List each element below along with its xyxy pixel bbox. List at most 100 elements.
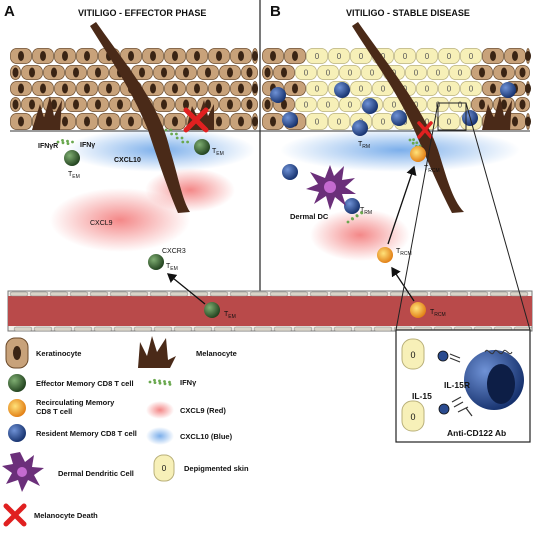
label-tem-a1: TEM (68, 171, 80, 180)
legend-dendritic: Dermal Dendritic Cell (2, 452, 134, 492)
svg-text:0: 0 (447, 85, 452, 94)
migration-arrow-a (166, 273, 206, 305)
migration-arrow-b1 (391, 266, 415, 302)
panel-a-letter: A (4, 3, 15, 20)
svg-text:0: 0 (425, 52, 430, 61)
svg-text:0: 0 (359, 52, 364, 61)
svg-text:0: 0 (469, 85, 474, 94)
panel-b-title: VITILIGO - STABLE DISEASE (346, 8, 470, 18)
svg-text:0: 0 (381, 52, 386, 61)
il15-label: IL-15 (412, 391, 432, 401)
legend: Keratinocyte Melanocyte Effector Memory … (2, 336, 249, 527)
chemokine-clouds (50, 128, 520, 261)
melanocyte-a1 (32, 96, 62, 130)
svg-text:TRCM: TRCM (430, 309, 446, 318)
svg-text:TRM: TRM (360, 207, 372, 216)
label-cxcl10-a: CXCL10 (114, 157, 141, 164)
legend-recirculating-label-2: CD8 T cell (36, 407, 72, 416)
effector-t-cell-vessel (204, 302, 220, 318)
svg-text:0: 0 (381, 118, 386, 127)
svg-text:0: 0 (436, 69, 441, 78)
label-trm-b1: TRM (358, 141, 370, 150)
il15-inset: 0 0 IL-15R IL-15 Anti-CD122 Ab (395, 329, 531, 443)
melanocyte-b1 (482, 96, 512, 130)
svg-text:0: 0 (304, 69, 309, 78)
legend-dendritic-label: Dermal Dendritic Cell (58, 469, 134, 478)
keratinocyte (416, 48, 438, 64)
legend-cxcl9: CXCL9 (Red) (146, 401, 226, 419)
keratinocyte (317, 97, 339, 112)
svg-text:0: 0 (425, 85, 430, 94)
keratinocyte (350, 48, 372, 64)
melanocyte-death-icon-a (183, 107, 209, 133)
inset-pointer-right (465, 102, 531, 331)
keratinocyte (460, 81, 482, 96)
legend-recirculating-label-1: Recirculating Memory (36, 398, 115, 407)
keratinocyte (306, 113, 328, 130)
svg-text:0: 0 (304, 101, 309, 110)
keratinocyte (427, 65, 449, 80)
label-trcm-b1: TRCM (424, 165, 440, 174)
keratinocyte (405, 65, 427, 80)
keratinocyte (438, 81, 460, 96)
svg-text:0: 0 (447, 118, 452, 127)
legend-recirculating: Recirculating Memory CD8 T cell (8, 398, 115, 417)
svg-text:0: 0 (348, 69, 353, 78)
effector-t-cell-a2 (194, 139, 210, 155)
svg-text:0: 0 (370, 69, 375, 78)
keratinocyte (306, 48, 328, 64)
svg-text:TEM: TEM (224, 311, 236, 320)
keratinocyte (416, 81, 438, 96)
migration-arrow-b2 (387, 165, 417, 245)
keratinocyte (306, 81, 328, 96)
legend-death-label: Melanocyte Death (34, 511, 98, 520)
keratinocyte (317, 65, 339, 80)
svg-text:0: 0 (315, 85, 320, 94)
legend-depigmented: 0 Depigmented skin (153, 454, 249, 482)
keratinocyte (449, 97, 471, 112)
anti-cd122-label: Anti-CD122 Ab (447, 428, 506, 438)
svg-text:0: 0 (326, 101, 331, 110)
svg-text:TEM: TEM (68, 171, 80, 180)
keratinocyte (339, 65, 361, 80)
legend-cxcl10-label: CXCL10 (Blue) (180, 432, 233, 441)
svg-text:0: 0 (410, 350, 415, 360)
cxcl10-cloud-b (280, 128, 520, 172)
legend-cxcl9-label: CXCL9 (Red) (180, 406, 226, 415)
legend-melanocyte-label: Melanocyte (196, 349, 237, 358)
svg-text:0: 0 (359, 85, 364, 94)
inset-source-box (437, 102, 467, 131)
hair-shaft-b (352, 22, 464, 213)
keratinocyte (449, 65, 471, 80)
svg-text:0: 0 (315, 118, 320, 127)
svg-text:0: 0 (447, 52, 452, 61)
keratinocyte (394, 48, 416, 64)
svg-text:0: 0 (337, 52, 342, 61)
keratinocyte (328, 113, 350, 130)
effector-t-cell-a1 (64, 150, 80, 166)
keratinocyte (295, 97, 317, 112)
recirculating-cell-vessel (410, 302, 426, 318)
svg-text:0: 0 (315, 52, 320, 61)
svg-text:0: 0 (326, 69, 331, 78)
panel-b-letter: B (270, 3, 281, 20)
cxcl9-cloud-a1 (50, 188, 190, 252)
svg-text:TRCM: TRCM (396, 248, 412, 257)
dermal-dc-nucleus (324, 181, 336, 193)
svg-text:0: 0 (392, 101, 397, 110)
label-dermal-dc: Dermal DC (290, 212, 329, 221)
ifng-signals (56, 128, 422, 224)
svg-text:0: 0 (414, 101, 419, 110)
label-tem-a2: TEM (212, 148, 224, 157)
svg-text:0: 0 (410, 412, 415, 422)
hair-shaft-a (90, 22, 190, 213)
keratinocyte (350, 81, 372, 96)
keratinocyte (295, 65, 317, 80)
label-tem-vessel: TEM (224, 311, 236, 320)
recirculating-cell-b2 (377, 247, 393, 263)
legend-keratinocyte-label: Keratinocyte (36, 349, 81, 358)
recirculating-cell-b1 (410, 146, 426, 162)
svg-text:0: 0 (162, 464, 167, 473)
legend-resident: Resident Memory CD8 T cell (8, 424, 137, 442)
